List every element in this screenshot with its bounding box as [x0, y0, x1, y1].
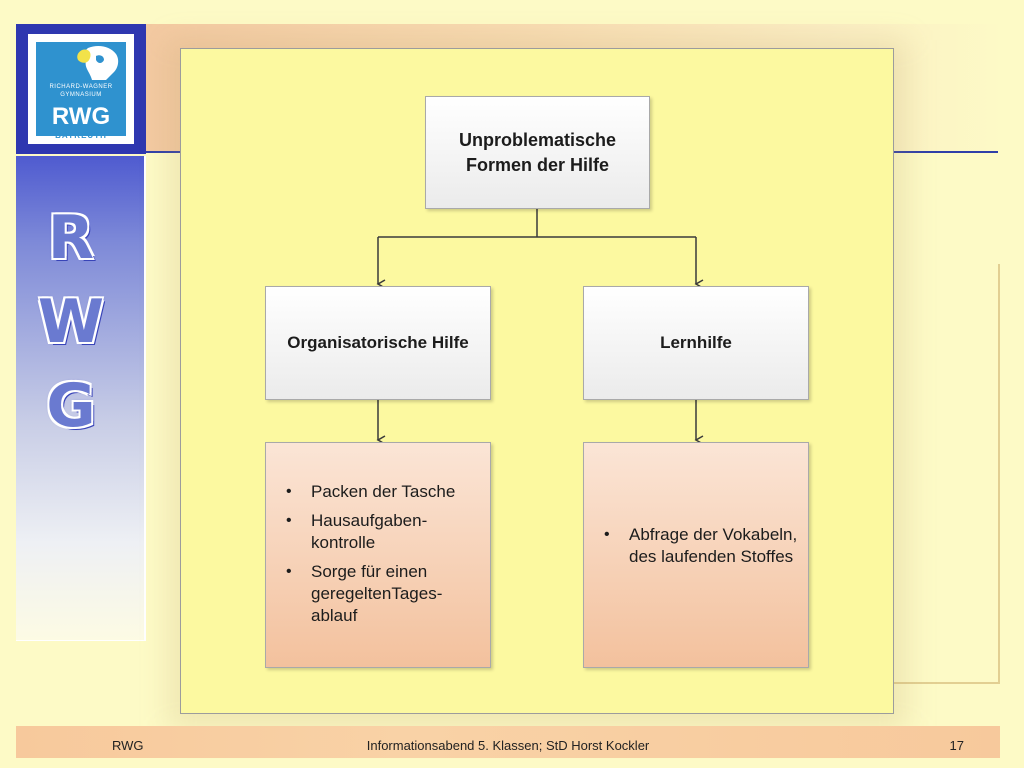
footer-bar: RWG Informationsabend 5. Klassen; StD Ho… [16, 726, 1000, 758]
logo-line-1: RICHARD-WAGNER [49, 84, 113, 90]
node-left-label: Organisatorische Hilfe [287, 333, 469, 352]
side-panel: R W G [16, 156, 146, 641]
side-letter-r: R [47, 203, 95, 273]
side-letters: R W G [16, 196, 126, 448]
bullet-item: Abfrage der Vokabeln, des laufenden Stof… [602, 524, 798, 568]
footer-left-text: RWG [112, 738, 144, 753]
node-top-label: Unproblematische Formen der Hilfe [458, 129, 617, 175]
node-unproblematische-formen: Unproblematische Formen der Hilfe [425, 96, 650, 209]
node-right-label: Lernhilfe [660, 333, 732, 352]
school-logo: RICHARD-WAGNER GYMNASIUM RWG BAYREUTH [28, 34, 134, 144]
bullet-item: Sorge für einen geregeltenTages-ablauf [284, 561, 480, 627]
logo-city: BAYREUTH [55, 131, 107, 140]
node-organisatorische-hilfe: Organisatorische Hilfe [265, 286, 491, 400]
logo-acronym: RWG [51, 103, 111, 130]
logo-line-2: GYMNASIUM [60, 92, 102, 98]
logo-panel: RICHARD-WAGNER GYMNASIUM RWG BAYREUTH [16, 24, 146, 154]
node-lernhilfe: Lernhilfe [583, 286, 809, 400]
side-letter-g: G [46, 371, 96, 441]
details-organisatorische-hilfe: Packen der Tasche Hausaufgaben-kontrolle… [265, 442, 491, 668]
page-number: 17 [949, 738, 964, 753]
decorative-frame [870, 264, 1000, 684]
footer-title: Informationsabend 5. Klassen; StD Horst … [366, 738, 650, 753]
bullet-item: Hausaufgaben-kontrolle [284, 510, 480, 554]
logo-emblem: RICHARD-WAGNER GYMNASIUM RWG [36, 42, 126, 136]
side-letter-w: W [37, 287, 105, 357]
details-lernhilfe: Abfrage der Vokabeln, des laufenden Stof… [583, 442, 809, 668]
bullet-list-left: Packen der Tasche Hausaufgaben-kontrolle… [284, 481, 480, 627]
bullet-list-right: Abfrage der Vokabeln, des laufenden Stof… [602, 524, 798, 575]
wagner-portrait-icon [77, 46, 119, 80]
bullet-item: Packen der Tasche [284, 481, 480, 503]
